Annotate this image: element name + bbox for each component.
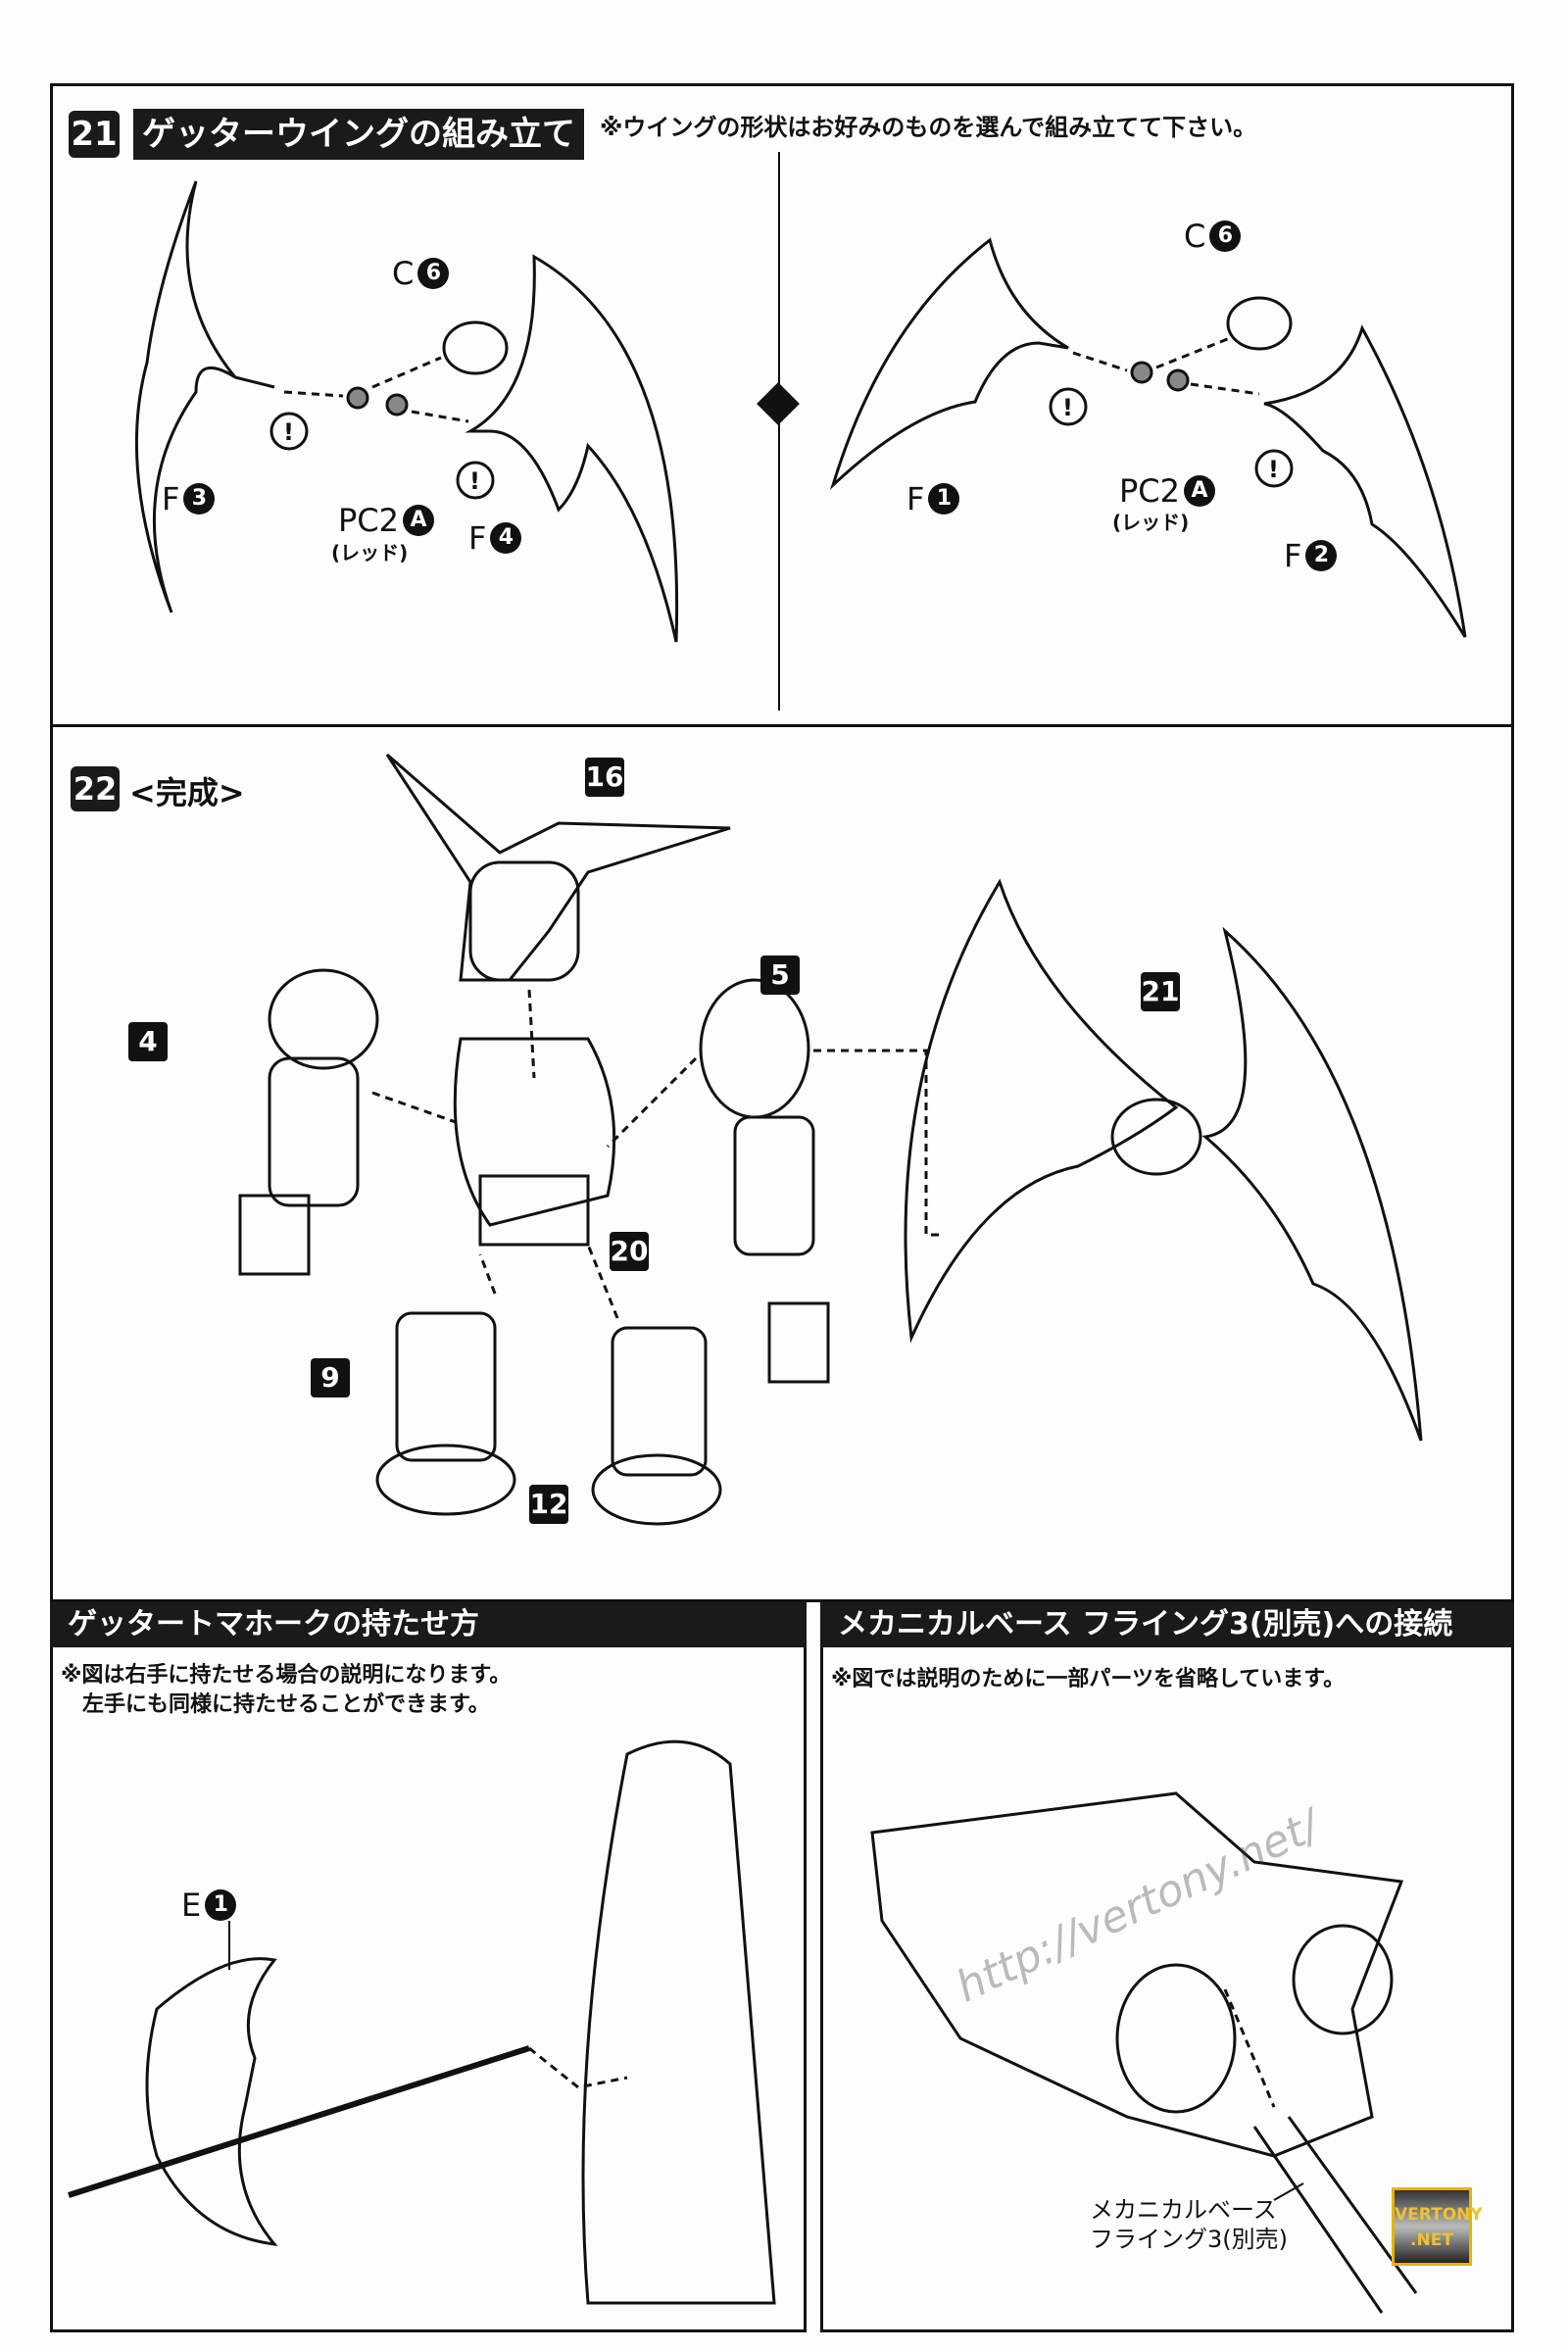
label-num: A <box>1184 475 1215 507</box>
label-text: PC2 <box>338 502 399 539</box>
label-text: C <box>1184 218 1206 255</box>
part-callout-5: 5 <box>760 956 800 995</box>
logo-line1: VERTONY <box>1395 2205 1483 2225</box>
part-callout-16: 16 <box>585 758 624 797</box>
tomahawk-panel <box>50 1599 807 2332</box>
label-num: 2 <box>1305 540 1338 571</box>
tomahawk-note: ※図は右手に持たせる場合の説明になります。 左手にも同様に持たせることができます… <box>61 1663 512 1717</box>
label-text: C <box>392 255 415 292</box>
base-callout: メカニカルベース フライング3(別売) <box>1090 2195 1288 2254</box>
pc-color-right: (レッド) <box>1112 511 1190 534</box>
base-title: メカニカルベース フライング3(別売)への接続 <box>820 1602 1514 1647</box>
pc-color-left: (レッド) <box>331 541 409 564</box>
step22-title: <完成> <box>129 774 245 811</box>
label-text: F <box>468 519 487 557</box>
label-text: F <box>162 480 180 517</box>
label-num: 6 <box>417 258 450 289</box>
label-text: F <box>1284 537 1302 574</box>
label-text: PC2 <box>1119 472 1180 510</box>
label-text: E <box>181 1886 202 1924</box>
label-num: 3 <box>183 483 216 514</box>
label-num: 4 <box>490 522 522 554</box>
step21-title: ゲッターウイングの組み立て <box>133 109 584 160</box>
caution-icon: ! <box>1268 456 1279 483</box>
caution-icon: ! <box>1062 394 1073 421</box>
part-callout-4: 4 <box>128 1022 168 1061</box>
caution-icon: ! <box>469 467 480 495</box>
base-callout-line1: メカニカルベース <box>1090 2196 1277 2224</box>
base-callout-line2: フライング3(別売) <box>1090 2226 1288 2253</box>
step21-number: 21 <box>69 111 120 158</box>
part-callout-12: 12 <box>529 1485 568 1524</box>
tomahawk-title: ゲッタートマホークの持たせ方 <box>50 1602 807 1647</box>
label-text: F <box>906 480 925 517</box>
base-panel <box>820 1599 1514 2332</box>
part-callout-20: 20 <box>610 1232 649 1271</box>
caution-icon: ! <box>283 418 294 446</box>
part-callout-9: 9 <box>311 1358 350 1397</box>
label-num: 6 <box>1209 220 1242 252</box>
part-callout-21: 21 <box>1141 972 1180 1011</box>
step22-number: 22 <box>71 766 120 811</box>
label-num: 1 <box>205 1889 237 1921</box>
vertony-logo: VERTONY .NET <box>1392 2187 1483 2266</box>
step21-note: ※ウイングの形状はお好みのものを選んで組み立てて下さい。 <box>600 114 1257 141</box>
label-num: 1 <box>928 483 960 514</box>
logo-line2: .NET <box>1410 2230 1453 2250</box>
label-num: A <box>403 505 434 536</box>
base-note: ※図では説明のために一部パーツを省略しています。 <box>831 1667 1346 1691</box>
diamond-icon <box>757 382 800 425</box>
